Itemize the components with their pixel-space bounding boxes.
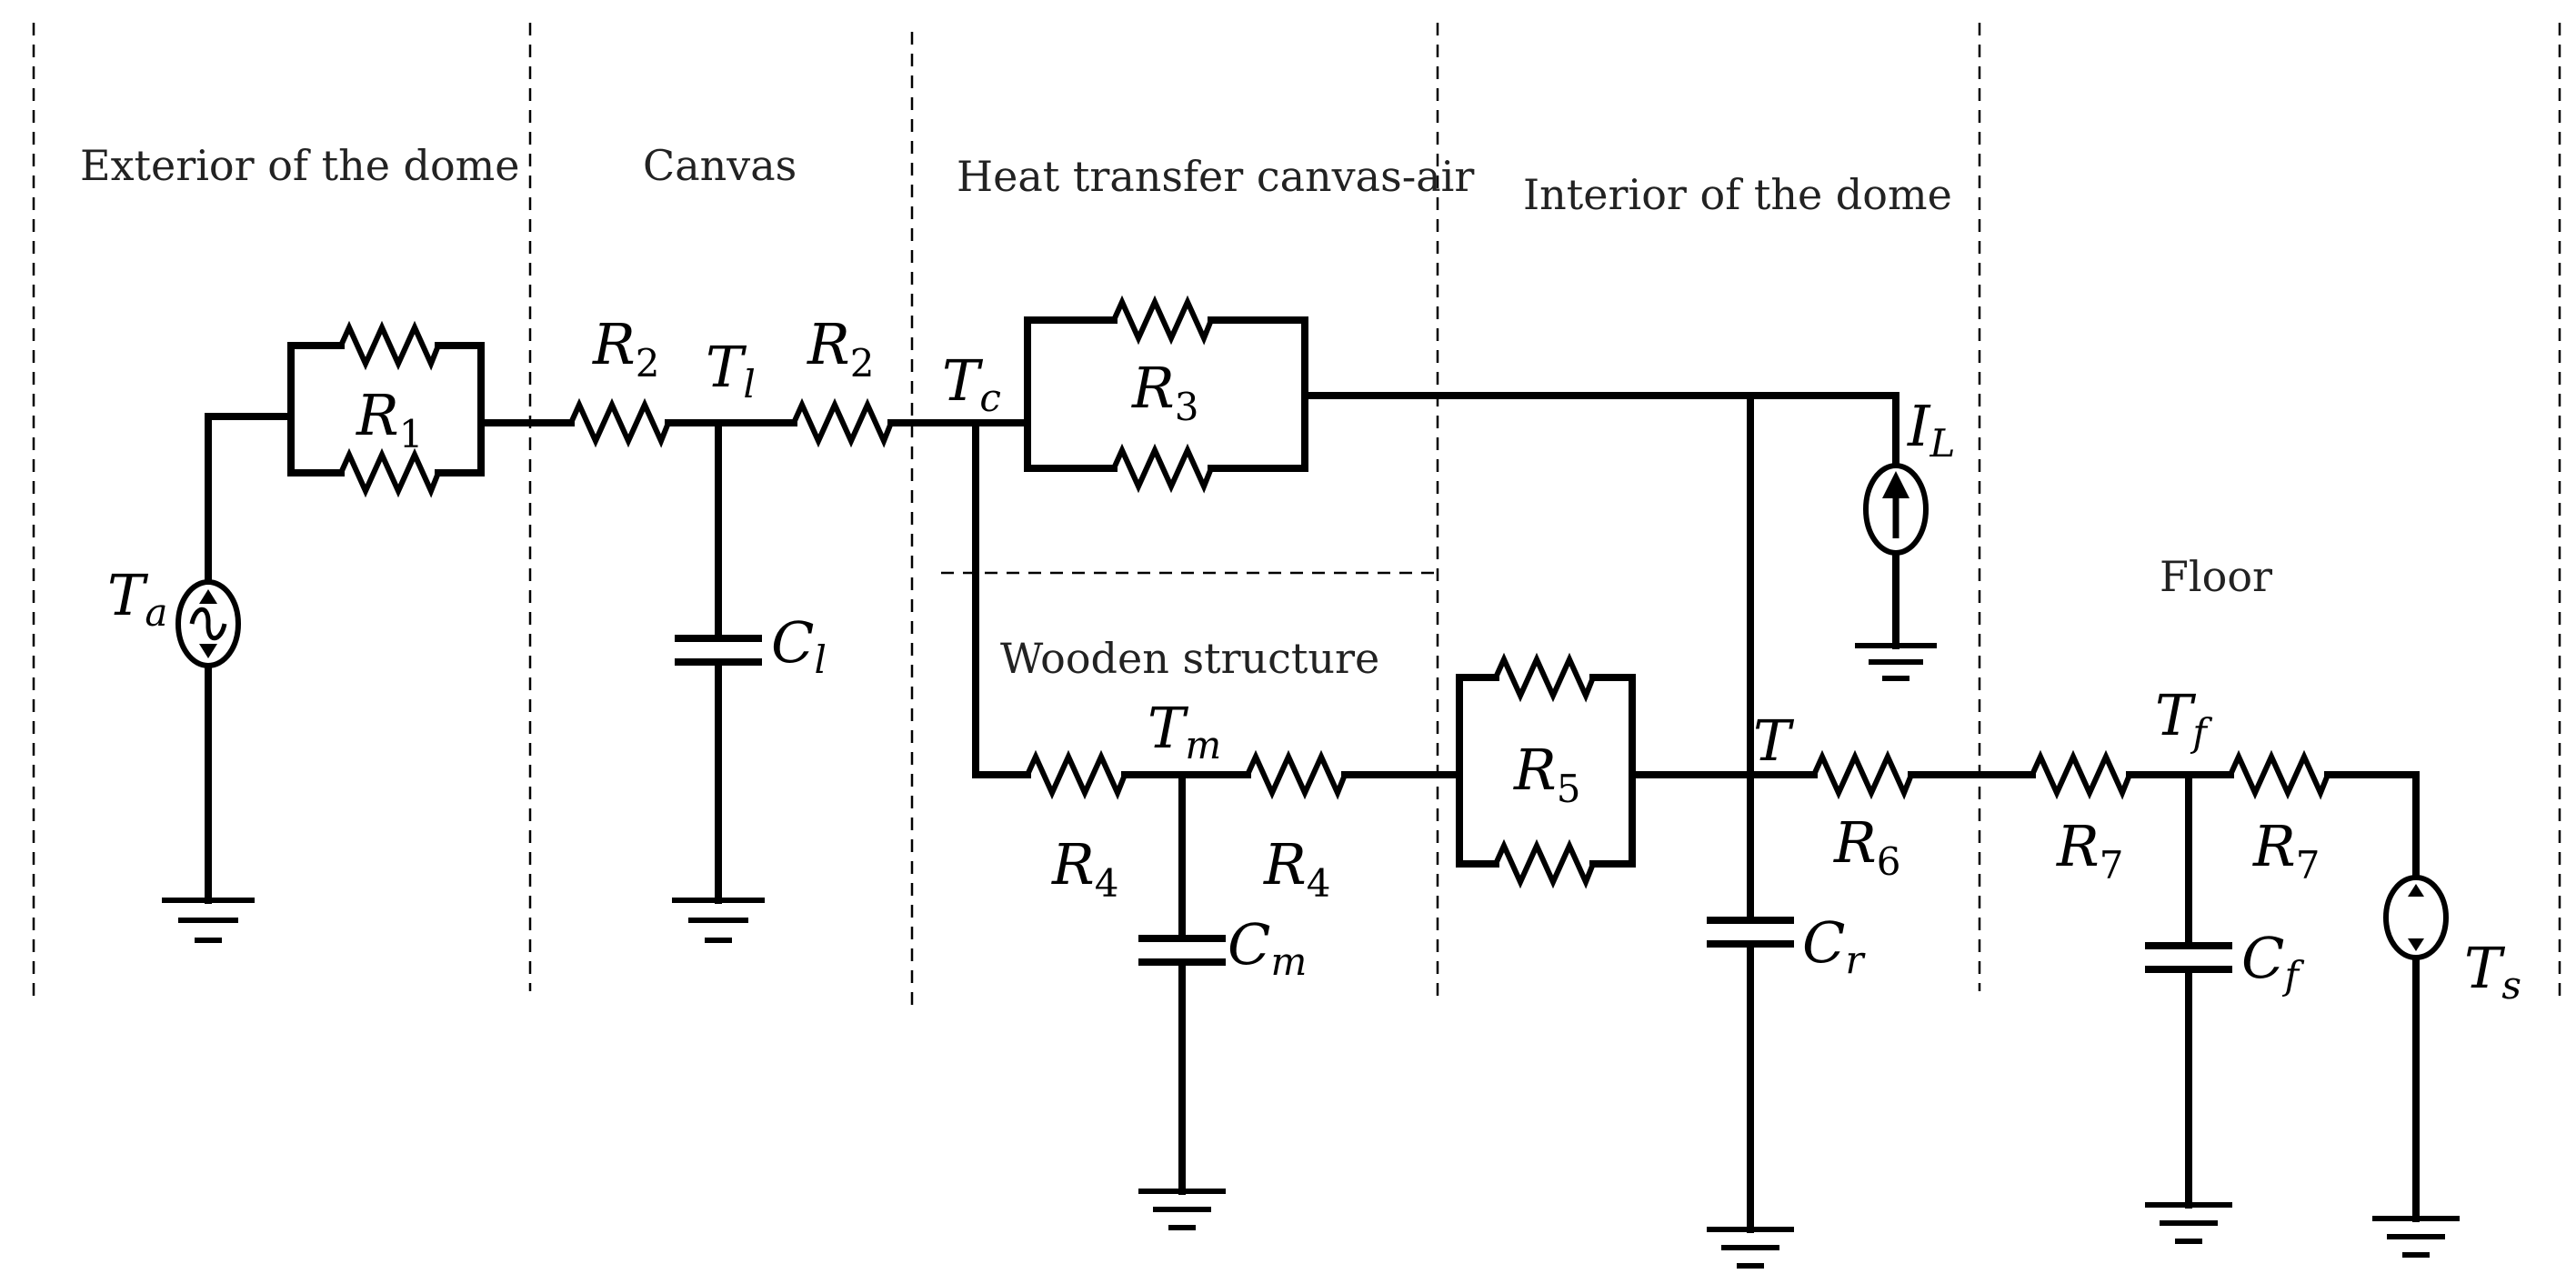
temperature-source-ts: [2383, 875, 2449, 960]
label-r7b: R7: [2252, 813, 2320, 888]
region-title-canvas: Canvas: [643, 141, 797, 190]
resistor-r7b: [2228, 749, 2330, 800]
wire-tc-down: [972, 419, 1031, 778]
grounds: [162, 643, 2460, 1269]
wire-r7b-to-ts: [2324, 771, 2420, 881]
resistors: [338, 295, 2330, 889]
resistor-r4b: [1245, 749, 1348, 800]
region-titles: Exterior of the dome Canvas Heat transfe…: [80, 141, 2272, 683]
resistor-r1-bottom: [338, 447, 441, 498]
label-r2b: R2: [807, 311, 874, 386]
region-title-floor: Floor: [2160, 552, 2272, 601]
wire-r1-frame-top: [287, 342, 345, 420]
resistor-r2b: [791, 397, 894, 448]
label-ts: Ts: [2464, 935, 2521, 1008]
capacitor-cr: [1707, 917, 1794, 948]
wire-r3-frame-right: [1208, 316, 1308, 472]
label-r3: R3: [1131, 355, 1198, 429]
region-title-heat-transfer: Heat transfer canvas-air: [957, 152, 1474, 201]
temperature-source-ta: [175, 579, 241, 668]
label-cf: Cf: [2241, 925, 2304, 998]
label-cr: Cr: [1802, 909, 1866, 982]
resistor-r5-bottom: [1493, 838, 1596, 889]
ground-cr: [1707, 1227, 1794, 1269]
region-title-wooden: Wooden structure: [1000, 634, 1379, 683]
ground-il: [1855, 643, 1937, 681]
wire-ta-top: [205, 413, 295, 586]
label-r2a: R2: [592, 311, 659, 386]
ground-cl: [672, 898, 765, 943]
label-il: IL: [1907, 393, 1955, 466]
region-title-interior: Interior of the dome: [1523, 170, 1952, 219]
label-t: T: [1753, 707, 1795, 774]
capacitor-cf: [2145, 942, 2232, 973]
label-r1: R1: [356, 382, 423, 456]
wire-r5-frame-bottom: [1456, 771, 1499, 868]
label-r4b: R4: [1263, 831, 1330, 906]
current-source-il: [1863, 463, 1929, 556]
wire-r5-frame-top: [1456, 674, 1499, 778]
resistor-r1-top: [338, 320, 441, 371]
sources: [175, 463, 2449, 960]
label-ta: Ta: [107, 562, 167, 635]
wire-r3-to-il: [1301, 392, 1899, 467]
wire-r3-frame-top: [1024, 316, 1118, 472]
resistor-r2a: [568, 397, 671, 448]
label-r4a: R4: [1051, 831, 1118, 906]
resistor-r3-top: [1111, 295, 1214, 346]
component-labels: R1 R2 R2 R3 R4 R4 R5 R6 R7 R7 Ta Tl Tc T…: [107, 311, 2521, 1008]
label-cm: Cm: [1228, 911, 1307, 984]
wire-r3-frame-bottom: [1024, 419, 1118, 472]
label-r6: R6: [1833, 809, 1900, 884]
resistor-r4a: [1025, 749, 1128, 800]
resistor-r6: [1811, 749, 1914, 800]
ground-ts: [2372, 1216, 2460, 1258]
label-tm: Tm: [1148, 695, 1221, 767]
ground-cf: [2145, 1202, 2232, 1244]
resistor-r3-bottom: [1111, 443, 1214, 494]
label-tl: Tl: [706, 334, 756, 406]
wire-r1-frame-bottom: [287, 413, 345, 476]
region-separators: [32, 23, 2561, 1009]
capacitor-cl: [675, 635, 762, 666]
wire-r5-frame-right: [1589, 674, 1636, 868]
resistor-r5-top: [1493, 652, 1596, 703]
wire-r1-frame-right: [435, 342, 485, 476]
capacitors: [675, 635, 2232, 973]
wires: [205, 316, 2420, 1233]
label-cl: Cl: [771, 609, 827, 682]
ground-cm: [1138, 1189, 1226, 1230]
label-r5: R5: [1513, 737, 1580, 811]
label-tc: Tc: [942, 347, 1001, 420]
label-r7a: R7: [2056, 813, 2123, 888]
capacitor-cm: [1138, 935, 1226, 966]
resistor-r7a: [2030, 749, 2132, 800]
region-title-exterior: Exterior of the dome: [80, 141, 520, 190]
label-tf: Tf: [2155, 682, 2212, 755]
ground-ta: [162, 898, 255, 943]
